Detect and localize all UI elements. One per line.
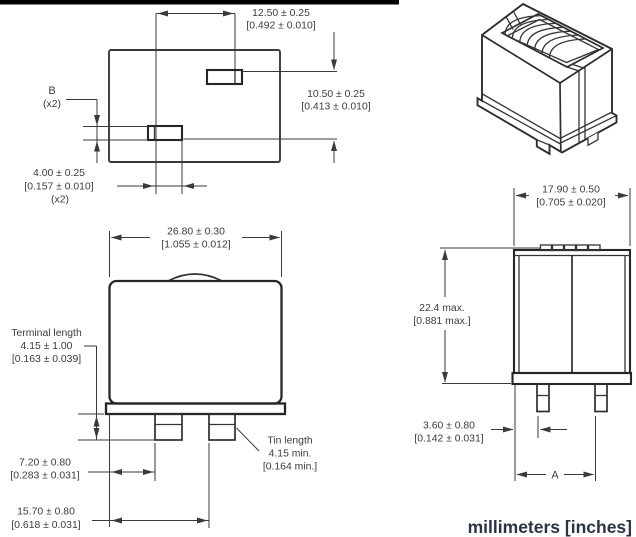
pad-size-callout-b: B (x2) (43, 85, 148, 163)
tin-length-callout: Tin length 4.15 min. [0.164 min.] (236, 427, 317, 473)
terminal-length-in: [0.163 ± 0.039] (12, 354, 81, 365)
units-note: millimeters [inches] (468, 517, 632, 537)
dim-pin2-offset-mm: 15.70 ± 0.80 (17, 507, 75, 518)
dim-pin1-offset-mm: 7.20 ± 0.80 (19, 458, 71, 469)
iso-front-edge (559, 82, 562, 153)
dim-pin2-offset: 15.70 ± 0.80 [0.618 ± 0.031] (11, 443, 210, 531)
iso-coil-windings (504, 14, 586, 59)
dim-pad-width: 4.00 ± 0.25 [0.157 ± 0.010] (x2) (24, 141, 207, 206)
front-view: 26.80 ± 0.30 [1.055 ± 0.012] Terminal le… (10, 227, 317, 532)
pad-label-b-qty: (x2) (43, 99, 61, 110)
dim-pin-spacing-a: A (516, 416, 596, 482)
iso-foot-top-line (536, 139, 550, 146)
dim-body-width-in: [1.055 ± 0.012] (161, 240, 230, 251)
terminal-length-mm: 4.15 ± 1.00 (21, 341, 73, 352)
tin-length-mm: 4.15 min. (269, 449, 312, 460)
iso-flange-top-line (481, 92, 613, 140)
isometric-view (476, 2, 618, 156)
terminal-length-label: Terminal length (11, 328, 82, 339)
iso-opening-rim-inner (505, 18, 601, 64)
dim-body-height: 22.4 max. [0.881 max.] (413, 247, 541, 384)
dim-pin-spacing-a-label: A (551, 470, 559, 482)
dim-body-height-mm: 22.4 max. (419, 303, 465, 314)
dim-pad-pitch-y-mm: 10.50 ± 0.25 (307, 89, 365, 100)
dim-pad-pitch-x-in: [0.492 ± 0.010] (246, 21, 315, 32)
dim-pin1-offset: 7.20 ± 0.80 [0.283 ± 0.031] (10, 414, 156, 527)
top-view-body-outline (108, 49, 281, 163)
dim-pad-width-mm: 4.00 ± 0.25 (33, 168, 85, 179)
dim-pad-pitch-x: 12.50 ± 0.25 [0.492 ± 0.010] (155, 8, 316, 194)
front-view-body-outline (108, 279, 283, 405)
iso-opening-rim-outer (500, 13, 605, 68)
top-view: 12.50 ± 0.25 [0.492 ± 0.010] 10.50 ± 0.2… (24, 8, 370, 206)
dim-pad-pitch-y-in: [0.413 ± 0.010] (301, 102, 370, 113)
dim-pin2-offset-in: [0.618 ± 0.031] (11, 520, 80, 531)
side-view-pin-left (536, 383, 550, 413)
dim-pin-edge-offset: 3.60 ± 0.80 [0.142 ± 0.031] (414, 385, 567, 481)
side-view-pin-right (594, 383, 608, 413)
dim-pin-edge-offset-mm: 3.60 ± 0.80 (423, 421, 475, 432)
dim-terminal-length: Terminal length 4.15 ± 1.00 [0.163 ± 0.0… (11, 328, 156, 441)
side-view: 17.90 ± 0.50 [0.705 ± 0.020] 22.4 max. [… (413, 185, 633, 482)
dim-body-depth-in: [0.705 ± 0.020] (536, 198, 605, 209)
dim-pad-width-in: [0.157 ± 0.010] (24, 182, 93, 193)
iso-flange-mid-line (477, 97, 617, 145)
dim-body-width-mm: 26.80 ± 0.30 (167, 227, 225, 238)
dim-pad-width-qty: (x2) (51, 195, 69, 206)
dim-pad-pitch-y: 10.50 ± 0.25 [0.413 ± 0.010] (183, 32, 371, 163)
dim-body-depth: 17.90 ± 0.50 [0.705 ± 0.020] (513, 185, 631, 246)
tin-length-label: Tin length (267, 436, 312, 447)
lower-terminal-pad (146, 124, 184, 142)
iso-right-foot (587, 132, 599, 147)
side-view-base-flange (511, 371, 633, 386)
iso-core-seam (566, 63, 586, 143)
front-view-pin-left (154, 413, 183, 441)
dim-body-width: 26.80 ± 0.30 [1.055 ± 0.012] (109, 227, 282, 277)
dim-pin-edge-offset-in: [0.142 ± 0.031] (414, 434, 483, 445)
front-view-base-flange (104, 402, 287, 416)
iso-wire-notch (505, 11, 522, 30)
tin-length-in: [0.164 min.] (263, 462, 317, 473)
dim-pad-pitch-x-mm: 12.50 ± 0.25 (252, 8, 310, 19)
upper-terminal-pad (205, 68, 244, 86)
dim-body-depth-mm: 17.90 ± 0.50 (542, 185, 600, 196)
front-view-pin-right (208, 413, 236, 441)
dim-body-height-in: [0.881 max.] (413, 316, 470, 327)
dim-pin1-offset-in: [0.283 ± 0.031] (10, 471, 79, 482)
top-divider-bar (0, 0, 399, 5)
pad-label-b: B (48, 85, 55, 97)
front-view-coil-bump (167, 273, 223, 282)
